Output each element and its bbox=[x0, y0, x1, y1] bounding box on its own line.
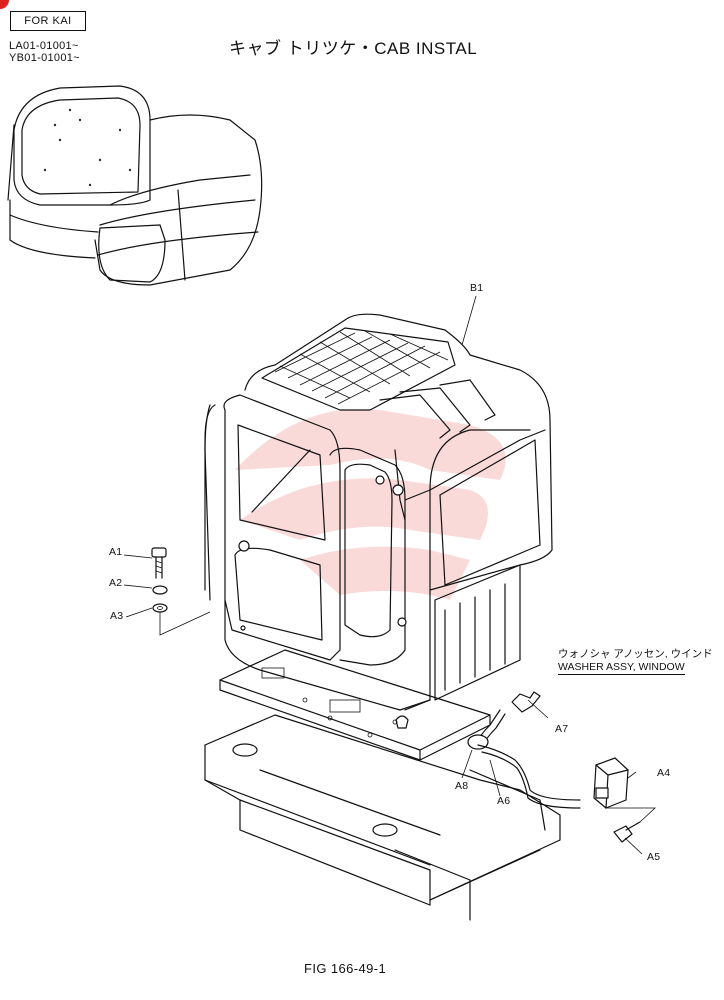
callout-a7: A7 bbox=[555, 723, 569, 735]
callout-a8: A8 bbox=[455, 780, 469, 792]
machine-overview-sketch bbox=[7, 85, 263, 286]
serial-range-1: LA01-01001~ bbox=[9, 40, 79, 52]
cab-assembly bbox=[204, 313, 553, 729]
leader-lines bbox=[123, 295, 657, 855]
washer-note-jp: ウォノシャ アノッセン, ウインド bbox=[558, 648, 713, 660]
serial-range-2: YB01-01001~ bbox=[9, 52, 80, 64]
diagram-title: キャブ トリツケ・CAB INSTAL bbox=[229, 39, 478, 58]
watermark-logo bbox=[235, 408, 506, 600]
corner-marker bbox=[0, 0, 9, 9]
callout-a1: A1 bbox=[109, 546, 123, 558]
callout-b1: B1 bbox=[470, 282, 484, 294]
figure-number: FIG 166-49-1 bbox=[304, 961, 387, 976]
callout-a4: A4 bbox=[657, 767, 671, 779]
fastener-stack bbox=[151, 547, 168, 613]
floor-plate bbox=[219, 649, 491, 761]
callout-a2: A2 bbox=[109, 577, 123, 589]
callout-a6: A6 bbox=[497, 795, 511, 807]
callout-a3: A3 bbox=[110, 610, 124, 622]
upper-frame-base bbox=[204, 714, 561, 921]
callout-a5: A5 bbox=[647, 851, 661, 863]
washer-hose-assembly bbox=[467, 691, 641, 843]
variant-tag: FOR KAI bbox=[10, 11, 86, 31]
washer-note-en: WASHER ASSY, WINDOW bbox=[558, 661, 685, 675]
